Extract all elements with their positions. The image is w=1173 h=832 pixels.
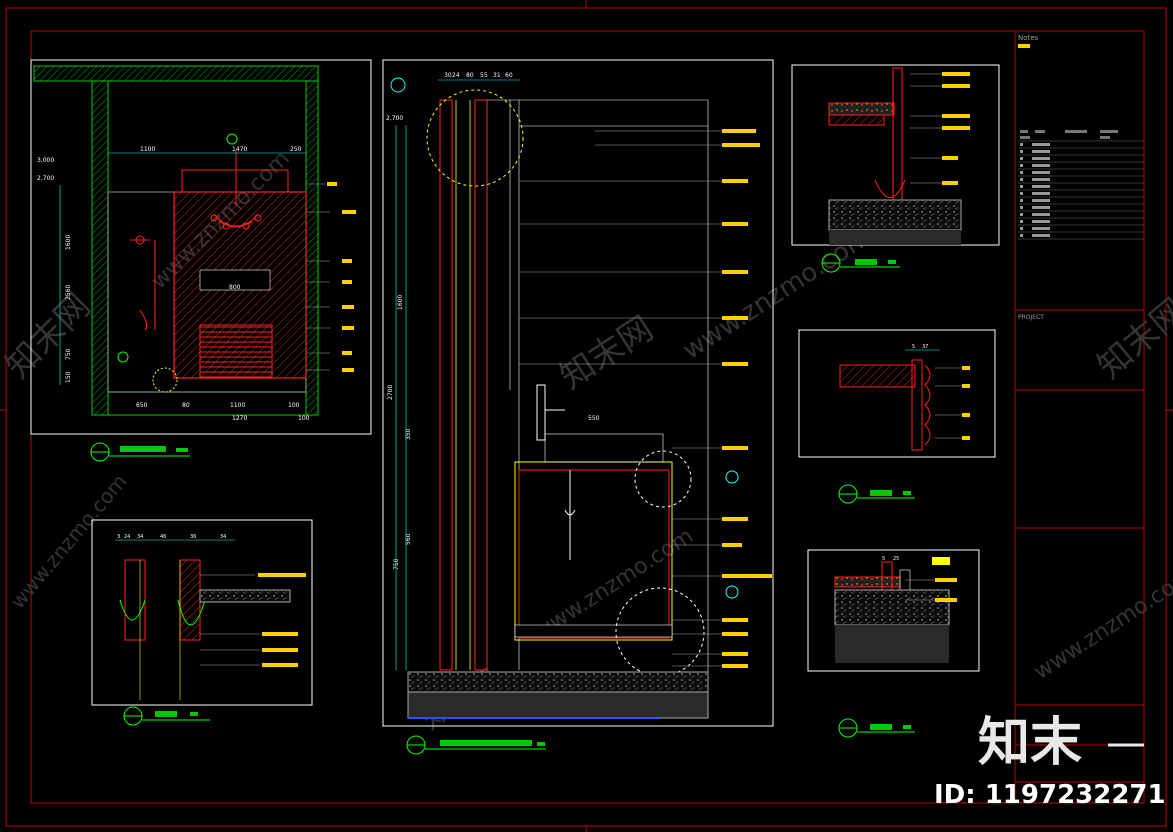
dim-b-left: 1600 (397, 295, 404, 310)
dim-d1-top: 3 (117, 534, 120, 540)
shower-fixture-icon (130, 235, 156, 331)
dim-b-top: 24 (452, 72, 460, 79)
title-block: Notes PROJECT (1015, 34, 1144, 783)
dim-d2-top: 37 (922, 344, 928, 350)
dim-a-left: 150 (65, 371, 72, 383)
project-label: PROJECT (1018, 314, 1044, 321)
dim-b-top: 30 (444, 72, 452, 79)
detail-3-title (821, 253, 900, 273)
notes-label: Notes (1018, 34, 1039, 42)
detail-4-title (838, 718, 915, 738)
dim-a-bottom: 100 (288, 402, 300, 409)
detail-3 (791, 64, 1000, 246)
view-b-title (406, 735, 546, 755)
watermark-id: ID: 1197232271 (934, 780, 1166, 810)
watermark-cn: 知末网 (0, 286, 98, 386)
dim-d1-top: 36 (190, 534, 196, 540)
dim-b-top: 60 (505, 72, 513, 79)
dim-a-top: 250 (290, 146, 302, 153)
watermark-cn: 知末网 (1090, 291, 1173, 387)
faucet-icon (536, 384, 565, 441)
dim-b-left: 350 (405, 428, 412, 440)
watermark-logo-text: 知末 (978, 713, 1082, 773)
dim-a-bottom: 1270 (232, 415, 247, 422)
detail-2-title (838, 484, 915, 504)
dim-a-mirror: 800 (229, 284, 241, 291)
revision-table (1018, 140, 1144, 240)
dim-a-left: 2560 (65, 285, 72, 300)
dim-a-left: 3,000 (37, 157, 54, 164)
dim-a-left: 1600 (65, 235, 72, 250)
dim-b-top: 80 (466, 72, 474, 79)
dim-a-top: 1470 (232, 146, 247, 153)
dim-d1-top: 46 (160, 534, 166, 540)
detail-4: 5 25 (807, 549, 980, 672)
dim-a-left: 2,700 (37, 175, 54, 182)
dim-b-left: 2,700 (386, 115, 403, 122)
dim-d1-top: 34 (137, 534, 143, 540)
watermark-url: www.znzmo.com (5, 469, 131, 613)
dim-d1-top: 24 (124, 534, 130, 540)
view-a-elevation: 1100 1470 250 650 1100 80 100 1270 100 3… (30, 59, 372, 435)
dim-b-basin: 550 (588, 415, 600, 422)
dim-d1-top: 34 (220, 534, 226, 540)
dim-a-left: 750 (65, 348, 72, 360)
dim-b-left: 750 (393, 558, 400, 570)
dim-b-left: 2700 (387, 385, 394, 400)
dim-d4-top: 5 (882, 556, 885, 562)
detail-1-title (123, 706, 210, 726)
dim-a-bottom: 100 (298, 415, 310, 422)
dim-b-top: 31 (493, 72, 501, 79)
dim-a-bottom: 1100 (230, 402, 245, 409)
dim-a-bottom: 80 (182, 402, 190, 409)
dim-b-top: 55 (480, 72, 488, 79)
dim-d4-top: 25 (893, 556, 899, 562)
view-b-section: 30 24 80 55 31 60 2,700 550 1600 2700 35… (382, 59, 774, 727)
view-a-title (90, 442, 190, 462)
dim-b-left: 560 (405, 533, 412, 545)
detail-2: 5 37 (798, 329, 996, 458)
watermark-cn: 知末网 (553, 308, 660, 397)
dim-d2-top: 5 (912, 344, 915, 350)
watermark-url: www.znzmo.com (1030, 564, 1173, 685)
detail-1: 3 24 34 46 36 34 (91, 519, 313, 706)
watermark-logo: 知末 ID: 1197232271 (934, 713, 1166, 810)
dim-a-top: 1100 (140, 146, 155, 153)
dim-a-bottom: 650 (136, 402, 148, 409)
chandelier-icon (210, 150, 262, 230)
